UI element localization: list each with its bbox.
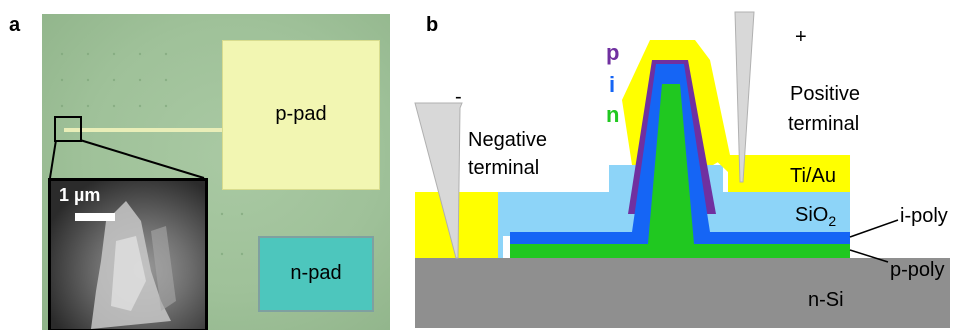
letter-n: n — [606, 102, 619, 127]
ti-au-label: Ti/Au — [790, 165, 836, 187]
p-poly-label: p-poly — [890, 259, 944, 281]
zoom-lines — [49, 139, 205, 179]
n-si-label: n-Si — [808, 289, 844, 311]
sio2-label: SiO2 — [795, 204, 836, 229]
scale-bar-label: 1 µm — [59, 185, 101, 205]
scale-bar — [75, 213, 115, 221]
alignment-dots — [60, 52, 244, 256]
sem-inset: 1 µm — [48, 178, 208, 330]
negative-terminal-line2: terminal — [468, 157, 539, 179]
i-poly-leader — [849, 219, 899, 238]
p-poly-leader — [849, 249, 889, 263]
sio2-subscript: 2 — [828, 213, 836, 229]
panel-a-label: a — [9, 14, 21, 36]
sio2-main: SiO — [795, 204, 828, 226]
positive-probe — [734, 11, 755, 183]
sem-structure — [91, 201, 176, 329]
letter-p: p — [606, 40, 619, 65]
positive-terminal-line1: Positive — [790, 83, 860, 105]
i-poly-label: i-poly — [900, 205, 948, 227]
negative-probe — [414, 102, 463, 259]
optical-micrograph: p-pad n-pad 1 µm — [42, 14, 390, 330]
minus-sign: - — [455, 86, 462, 108]
positive-terminal-line2: terminal — [788, 113, 859, 135]
n-core — [648, 84, 694, 244]
device-cross-section: p i n - + Negative terminal Positive ter… — [414, 11, 950, 328]
zoom-region-box — [54, 116, 82, 142]
p-pad: p-pad — [222, 40, 380, 190]
plus-sign: + — [795, 26, 807, 48]
panel-b-label: b — [426, 14, 439, 36]
contact-wire — [64, 128, 224, 132]
right-metal-pad — [710, 155, 850, 192]
n-si-substrate — [415, 258, 950, 328]
p-pad-label: p-pad — [275, 103, 327, 125]
p-poly-layer — [510, 242, 850, 258]
letter-i: i — [609, 72, 615, 97]
negative-terminal-line1: Negative — [468, 129, 547, 151]
n-pad: n-pad — [258, 236, 374, 312]
n-pad-label: n-pad — [290, 262, 342, 284]
